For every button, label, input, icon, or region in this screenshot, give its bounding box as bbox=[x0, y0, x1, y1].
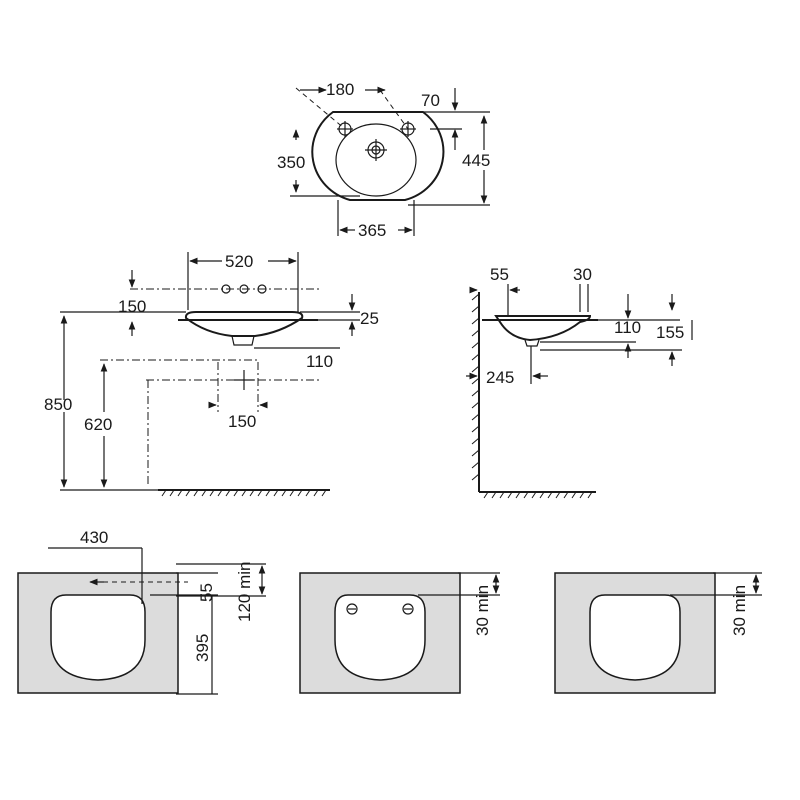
supply-point bbox=[234, 370, 254, 390]
dim-245-side: 245 bbox=[486, 368, 514, 387]
dim-150-tap: 150 bbox=[118, 297, 146, 316]
dim-180: 180 bbox=[326, 80, 354, 99]
basin-side bbox=[494, 315, 592, 342]
wall-side bbox=[471, 292, 480, 492]
dim-110-waste: 110 bbox=[306, 352, 333, 371]
floor-front bbox=[158, 489, 330, 497]
dim-395: 395 bbox=[193, 634, 212, 662]
dim-430: 430 bbox=[80, 528, 108, 547]
tap-holes-front bbox=[221, 284, 267, 294]
dim-70: 70 bbox=[421, 91, 440, 110]
basin-front bbox=[184, 311, 304, 337]
dim-110-side: 110 bbox=[614, 318, 641, 337]
dim-155-side: 155 bbox=[656, 323, 684, 342]
waste-outlet-top bbox=[365, 139, 387, 161]
basin-cutout bbox=[334, 594, 426, 681]
floor-side bbox=[479, 491, 596, 499]
side-view: 55 30 110 155 245 bbox=[466, 265, 693, 499]
dim-445: 445 bbox=[462, 151, 490, 170]
cutout-template-3: 30 min bbox=[554, 572, 762, 694]
dim-620: 620 bbox=[84, 415, 112, 434]
dim-25: 25 bbox=[360, 309, 379, 328]
dim-30-side: 30 bbox=[573, 265, 592, 284]
dim-365: 365 bbox=[358, 221, 386, 240]
dim-120-min: 120 min bbox=[235, 562, 254, 622]
dim-350: 350 bbox=[277, 153, 305, 172]
basin-cutout bbox=[589, 594, 681, 681]
basin-cutout bbox=[50, 594, 146, 681]
front-view: 520 150 25 110 850 620 bbox=[44, 252, 379, 497]
tap-hole-right bbox=[402, 603, 414, 615]
cutout-template-2: 30 min bbox=[299, 572, 500, 694]
basin-outline-top bbox=[311, 111, 445, 201]
basin-bowl-top bbox=[335, 123, 417, 197]
dim-520: 520 bbox=[225, 252, 253, 271]
dim-55-side: 55 bbox=[490, 265, 509, 284]
tap-hole-left bbox=[346, 603, 358, 615]
dim-30-min: 30 min bbox=[730, 585, 749, 636]
cutout-template-1: 430 55 120 min 395 bbox=[17, 528, 266, 695]
dim-850: 850 bbox=[44, 395, 72, 414]
dim-150-supply: 150 bbox=[228, 412, 256, 431]
dim-30-min: 30 min bbox=[473, 585, 492, 636]
top-view: 180 70 350 445 365 bbox=[277, 80, 490, 240]
dim-55-cutout: 55 bbox=[197, 583, 216, 602]
